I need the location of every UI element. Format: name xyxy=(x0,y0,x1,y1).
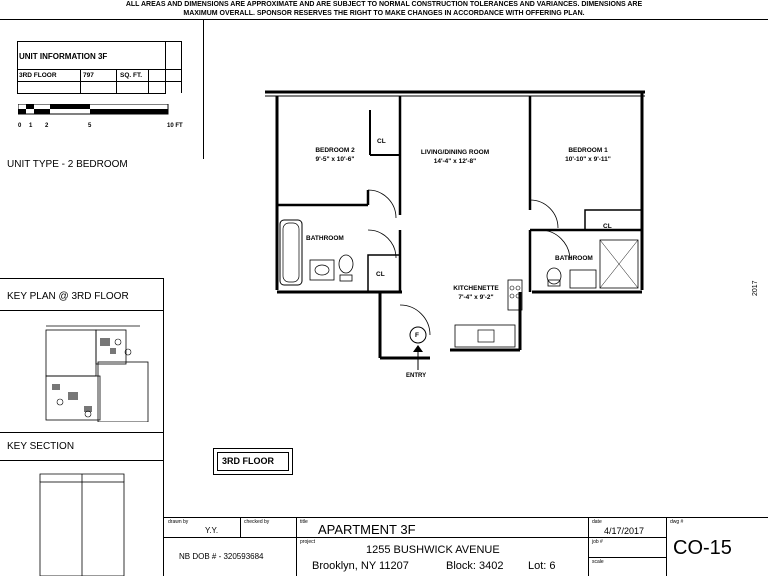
unit-info-area: 797 xyxy=(83,72,94,79)
bedroom-2-dims: 9'-5" x 10'-6" xyxy=(315,156,355,163)
disclaimer-line-1: ALL AREAS AND DIMENSIONS ARE APPROXIMATE… xyxy=(125,1,643,8)
kitchenette-name: KITCHENETTE xyxy=(453,285,499,292)
unit-info-col-line-1 xyxy=(80,69,81,94)
kitchenette-dims: 7'-4" x 9'-2" xyxy=(458,294,494,301)
title-block-line-dwg xyxy=(666,517,667,576)
key-section-title: KEY SECTION xyxy=(7,441,75,452)
unit-info-col-line-2 xyxy=(116,69,117,94)
scale-tick-1: 1 xyxy=(29,123,33,129)
bedroom-2-name: BEDROOM 2 xyxy=(315,147,355,154)
disclaimer: ALL AREAS AND DIMENSIONS ARE APPROXIMATE… xyxy=(0,0,768,18)
unit-info-area-unit: SQ. FT. xyxy=(120,72,143,79)
living-room-label: LIVING/DINING ROOM 14'-4" x 12'-8" xyxy=(400,148,510,166)
unit-info-col-line-4 xyxy=(165,41,166,94)
floor-plan xyxy=(265,90,645,370)
nb-dob-number: NB DOB # - 320593684 xyxy=(179,552,264,561)
dwg-number: CO-15 xyxy=(673,537,732,559)
project-label: project xyxy=(300,539,316,545)
title-block-line-date xyxy=(588,517,589,576)
unit-info-row-line-1 xyxy=(17,69,182,70)
apartment-title: APARTMENT 3F xyxy=(318,522,416,537)
scale-tick-10: 10 FT xyxy=(167,123,183,129)
unit-info-table xyxy=(17,41,182,93)
key-plan-title: KEY PLAN @ 3RD FLOOR xyxy=(7,291,129,302)
title-block-mid-line-left xyxy=(164,537,588,538)
living-room-dims: 14'-4" x 12'-8" xyxy=(433,158,477,165)
frame-line-keyplan-top xyxy=(0,278,164,279)
title-label: title xyxy=(300,519,308,525)
key-section-drawing xyxy=(39,473,125,576)
scale-tick-2: 2 xyxy=(45,123,49,129)
entry-label: ENTRY xyxy=(406,373,427,379)
unit-info-col-line-3 xyxy=(148,69,149,94)
project-address: 1255 BUSHWICK AVENUE xyxy=(366,544,500,556)
title-block-line-drawn xyxy=(240,517,241,537)
closet-label-bath-left: CL xyxy=(376,271,385,278)
scale-bar xyxy=(18,104,169,115)
unit-info-row-line-3 xyxy=(17,93,165,94)
side-note: 2017 xyxy=(752,280,759,296)
bathroom-right-label: BATHROOM xyxy=(555,255,593,262)
job-label: job # xyxy=(592,539,603,545)
project-lot: Lot: 6 xyxy=(528,560,556,572)
title-block-date-sub-2 xyxy=(588,557,666,558)
unit-info-floor: 3RD FLOOR xyxy=(19,72,57,79)
drawn-by: Y.Y. xyxy=(205,526,219,535)
frame-top-line xyxy=(0,19,768,20)
bedroom-1-label: BEDROOM 1 10'-10" x 9'-11" xyxy=(538,146,638,164)
bedroom-2-label: BEDROOM 2 9'-5" x 10'-6" xyxy=(285,146,385,164)
drawn-by-label: drawn by xyxy=(168,519,189,525)
project-city: Brooklyn, NY 11207 xyxy=(312,560,409,572)
bathroom-left-label: BATHROOM xyxy=(306,235,344,242)
dwg-label: dwg # xyxy=(670,519,684,525)
checked-by-label: checked by xyxy=(244,519,270,525)
key-plan-drawing xyxy=(45,325,149,422)
unit-type: UNIT TYPE - 2 BEDROOM xyxy=(7,159,128,170)
scale-tick-5: 5 xyxy=(88,123,92,129)
closet-label-bedroom-2: CL xyxy=(377,138,386,145)
disclaimer-line-2: MAXIMUM OVERALL. SPONSOR RESERVES THE RI… xyxy=(183,10,585,17)
date-value: 4/17/2017 xyxy=(604,526,645,536)
project-block: Block: 3402 xyxy=(446,560,504,572)
unit-info-row-line-2 xyxy=(17,81,182,82)
floor-tag: 3RD FLOOR xyxy=(222,456,275,466)
bedroom-1-dims: 10'-10" x 9'-11" xyxy=(565,156,611,163)
frame-line-keyplan-sub xyxy=(0,310,164,311)
bedroom-1-name: BEDROOM 1 xyxy=(568,147,608,154)
f-label: F xyxy=(415,332,419,339)
title-block-top-line xyxy=(164,517,768,518)
unit-info-title: UNIT INFORMATION 3F xyxy=(19,52,108,61)
frame-line-keysection-sub xyxy=(0,460,164,461)
kitchenette-label: KITCHENETTE 7'-4" x 9'-2" xyxy=(440,284,512,302)
title-block-date-sub-1 xyxy=(588,537,666,538)
scale-tick-0: 0 xyxy=(18,123,22,129)
living-room-name: LIVING/DINING ROOM xyxy=(420,149,490,156)
frame-line-keysection-top xyxy=(0,432,164,433)
frame-left-panel-right-line xyxy=(203,19,204,159)
closet-label-bedroom-1: CL xyxy=(603,223,612,230)
frame-left-column-line xyxy=(163,278,164,576)
title-block-line-checked xyxy=(296,517,297,576)
floor-tag-box xyxy=(213,448,293,475)
date-label: date xyxy=(592,519,602,525)
scale-label: scale xyxy=(592,559,604,565)
